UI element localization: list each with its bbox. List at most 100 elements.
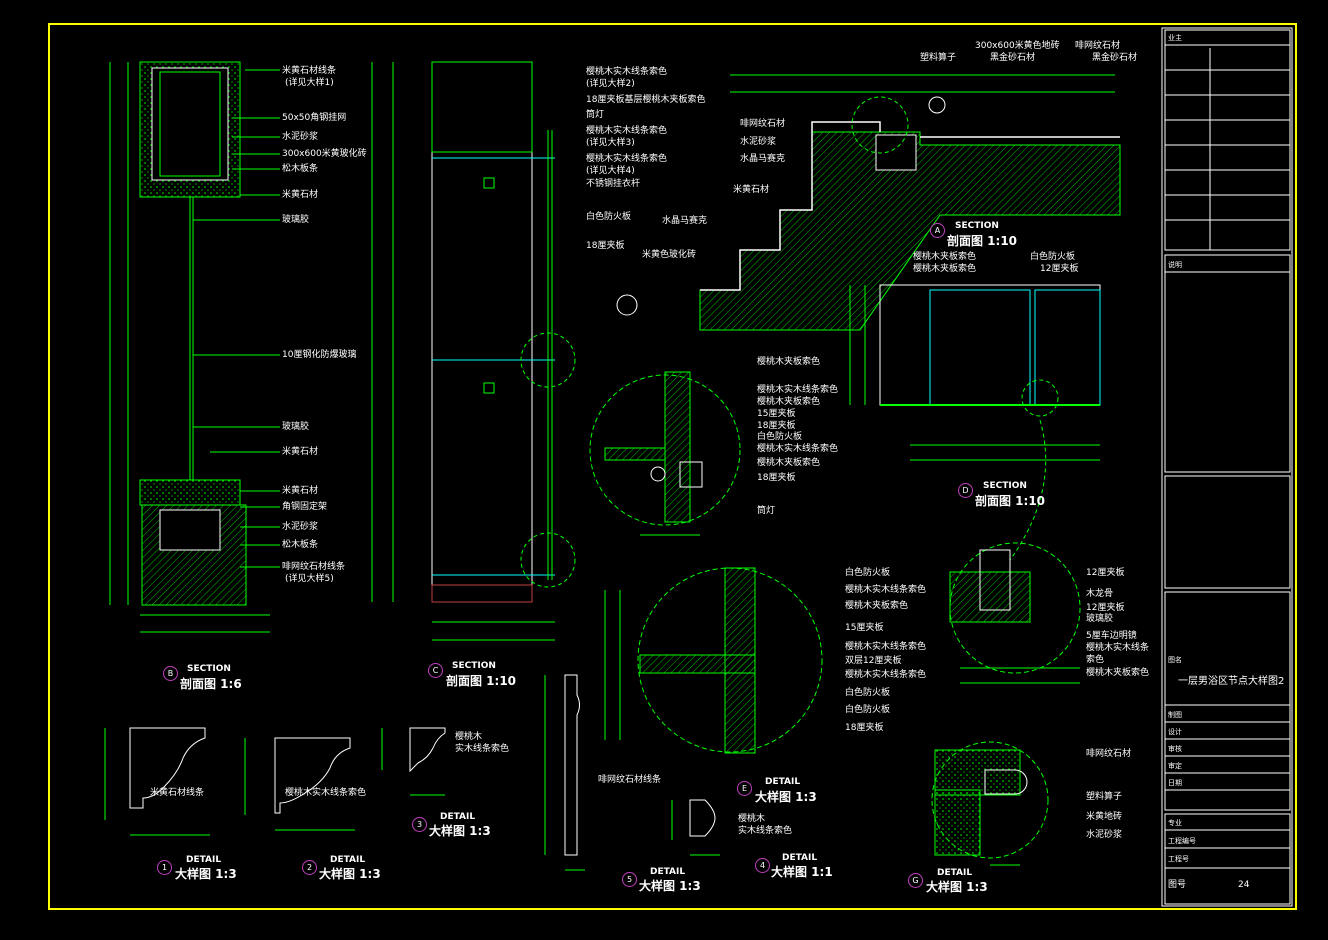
detail-f-label: 18厘夹板 [757, 421, 796, 431]
section-b-label: 50x50角钢挂网 [282, 113, 347, 123]
detail-f-label: 樱桃木夹板索色 [757, 458, 821, 468]
detail-f-label: 樱桃木实木线条索色 [757, 385, 839, 395]
remarks-label: 说明 [1168, 261, 1182, 269]
section-b-label: 米黄石材线条 [282, 66, 337, 76]
detail-4-label2: 实木线条索色 [738, 826, 793, 836]
drawing-name: 一层男浴区节点大样图2 [1178, 676, 1285, 687]
section-a-top-label: 塑料算子 [920, 53, 957, 63]
detail-6-label: 米黄地砖 [1086, 812, 1123, 822]
detail-1-badge: 1 [157, 860, 172, 875]
detail-4-badge: 4 [755, 858, 770, 873]
section-c-label: 不锈钢挂衣杆 [586, 179, 641, 189]
title-row-designer: 设计 [1168, 728, 1182, 736]
project-number-label: 工程编号 [1168, 837, 1196, 845]
detail-6-label: 水泥砂浆 [1086, 830, 1123, 840]
detail-e-title-en: DETAIL [765, 777, 801, 787]
detail-f-label: 樱桃木实木线条索色 [757, 444, 839, 454]
section-a-label: 水泥砂浆 [740, 137, 777, 147]
section-a-badge: A [930, 223, 945, 238]
section-c-label: 樱桃木实木线条索色 [586, 154, 668, 164]
detail-5-label: 啡网纹石材线条 [598, 775, 662, 785]
detail-f-label: 18厘夹板 [757, 473, 796, 483]
detail-5-title: 大样图 1:3 [639, 879, 701, 893]
section-c-label: (详见大样2) [586, 79, 635, 89]
section-b-label: 角钢固定架 [282, 502, 328, 512]
detail-g-label: 樱桃木夹板索色 [1086, 668, 1150, 678]
section-c-title: 剖面图 1:10 [446, 674, 517, 688]
detail-g-label: 木龙骨 [1086, 589, 1114, 599]
detail-g-label: 12厘夹板 [1086, 568, 1125, 578]
section-c-label: (详见大样3) [586, 138, 635, 148]
section-c-label: 筒灯 [586, 110, 605, 120]
detail-2-title: 大样图 1:3 [319, 867, 381, 881]
section-a-title: 剖面图 1:10 [947, 234, 1018, 248]
work-number-label: 工程号 [1168, 855, 1189, 863]
sheet-frame [48, 23, 1297, 910]
detail-6-label: 塑料算子 [1086, 792, 1123, 802]
sheet-number: 24 [1238, 880, 1250, 890]
section-d-badge: D [958, 483, 973, 498]
section-d-label: 白色防火板 [1030, 252, 1076, 262]
section-b-badge: B [163, 666, 178, 681]
detail-3-label2: 实木线条索色 [455, 744, 510, 754]
detail-1-title: 大样图 1:3 [175, 867, 237, 881]
section-a-top-label: 300x600米黄色地砖 [975, 41, 1060, 51]
profile-details [104, 674, 720, 871]
section-b-label: (详见大样5) [285, 574, 334, 584]
section-b-drawing [109, 61, 280, 633]
section-b-label: 松木板条 [282, 540, 319, 550]
detail-5-title-en: DETAIL [650, 867, 686, 877]
detail-e-label: 樱桃木夹板索色 [845, 601, 909, 611]
detail-f-label: 白色防火板 [757, 432, 803, 442]
title-row-drafter: 制图 [1168, 711, 1182, 719]
seal-label: 专业 [1168, 819, 1182, 827]
detail-6-drawing [931, 741, 1049, 866]
detail-4-title: 大样图 1:1 [771, 865, 833, 879]
detail-3-label: 樱桃木 [455, 732, 483, 742]
detail-f-label: 樱桃木夹板索色 [757, 357, 821, 367]
section-b-title: 剖面图 1:6 [180, 677, 242, 691]
section-b-title-en: SECTION [187, 664, 231, 674]
detail-e-label: 白色防火板 [845, 688, 891, 698]
section-b-label: 玻璃胶 [282, 215, 310, 225]
detail-e-label: 双层12厘夹板 [845, 656, 902, 666]
detail-g-label: 5厘车边明镜 [1086, 631, 1137, 641]
section-c-label: (详见大样4) [586, 166, 635, 176]
detail-3-title: 大样图 1:3 [429, 824, 491, 838]
detail-1-title-en: DETAIL [186, 855, 222, 865]
detail-3-title-en: DETAIL [440, 812, 476, 822]
sheet-number-label: 图号 [1168, 880, 1187, 890]
owner-label: 业主 [1168, 34, 1182, 42]
detail-e-label: 樱桃木实木线条索色 [845, 670, 927, 680]
detail-f-label: 樱桃木夹板索色 [757, 397, 821, 407]
title-row-date: 日期 [1168, 779, 1182, 787]
detail-6-title-en: DETAIL [937, 868, 973, 878]
section-d-label: 12厘夹板 [1040, 264, 1079, 274]
detail-e-label: 樱桃木实木线条索色 [845, 642, 927, 652]
section-b-label: 水泥砂浆 [282, 522, 319, 532]
section-a-drawing [699, 74, 1121, 331]
detail-6-label: 啡网纹石材 [1086, 749, 1132, 759]
section-b-label: 300x600米黄玻化砖 [282, 149, 367, 159]
section-d-title: 剖面图 1:10 [975, 494, 1046, 508]
section-c-title-en: SECTION [452, 661, 496, 671]
section-a-label: 米黄色玻化砖 [642, 250, 697, 260]
section-b-label: 米黄石材 [282, 190, 319, 200]
section-c-badge: C [428, 663, 443, 678]
section-d-drawing [849, 284, 1101, 561]
detail-g-label: 12厘夹板 [1086, 603, 1125, 613]
section-a-top-label: 黑金砂石材 [1092, 53, 1138, 63]
detail-g-drawing [949, 542, 1081, 684]
detail-e-label: 白色防火板 [845, 568, 891, 578]
section-b-label: 米黄石材 [282, 447, 319, 457]
section-b-label: 玻璃胶 [282, 422, 310, 432]
section-a-label: 米黄石材 [733, 185, 770, 195]
section-c-label: 18厘夹板基层樱桃木夹板索色 [586, 95, 706, 105]
detail-1-label: 米黄石材线条 [150, 788, 205, 798]
detail-g-label: 玻璃胶 [1086, 614, 1114, 624]
section-b-label: 米黄石材 [282, 486, 319, 496]
section-a-title-en: SECTION [955, 221, 999, 231]
section-c-drawing [371, 61, 638, 641]
section-b-label: 松木板条 [282, 164, 319, 174]
section-a-top-label: 黑金砂石材 [990, 53, 1036, 63]
